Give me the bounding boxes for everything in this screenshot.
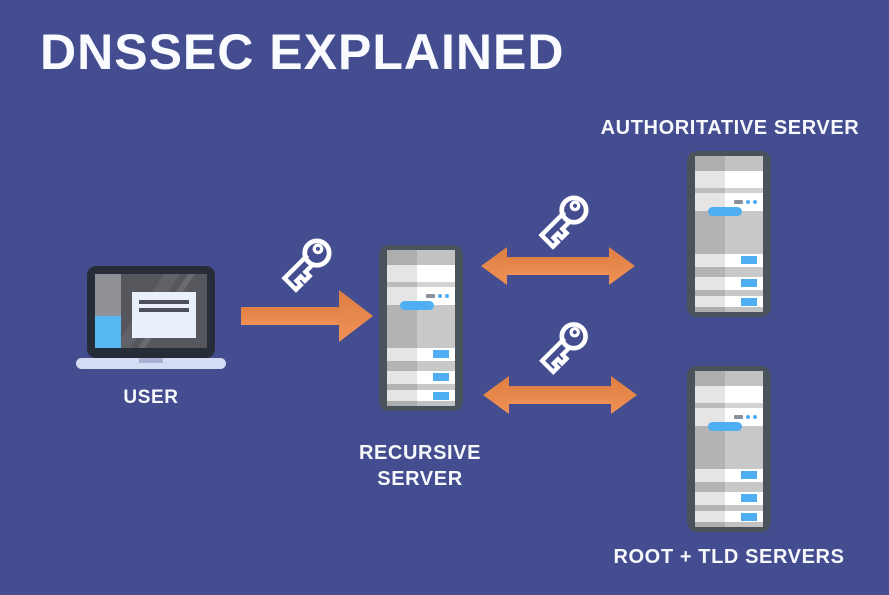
- key-icon: [528, 310, 600, 382]
- arrow-right-icon: [241, 290, 373, 342]
- recursive-label-line2: SERVER: [377, 468, 463, 490]
- recursive-server-label: RECURSIVE SERVER: [335, 440, 505, 492]
- page-title: DNSSEC EXPLAINED: [40, 24, 565, 80]
- server-icon: [379, 245, 463, 411]
- authoritative-server-label: AUTHORITATIVE SERVER: [600, 117, 860, 139]
- arrow-double-icon: [483, 376, 637, 414]
- laptop-icon: [76, 266, 226, 372]
- server-icon: [687, 366, 771, 532]
- arrow-double-icon: [481, 247, 635, 285]
- server-icon: [687, 151, 771, 317]
- laptop-icon-svg: [76, 266, 226, 369]
- user-label: USER: [123, 387, 179, 408]
- key-icon: [527, 183, 601, 257]
- recursive-label-line1: RECURSIVE: [358, 442, 482, 464]
- root-tld-servers-label: ROOT + TLD SERVERS: [613, 546, 845, 568]
- key-icon: [270, 226, 344, 300]
